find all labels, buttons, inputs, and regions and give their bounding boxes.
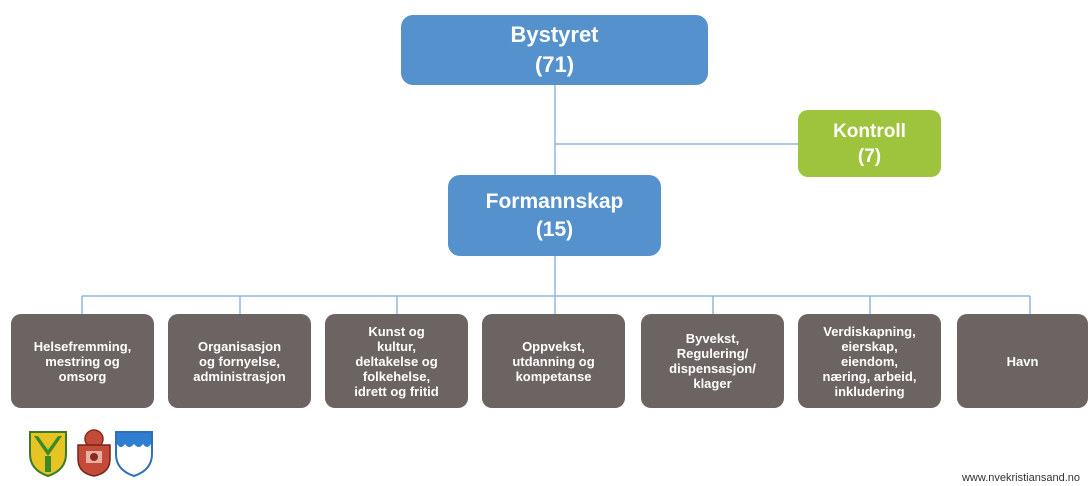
- committee-label-line: Byvekst,: [685, 331, 740, 346]
- committee-label-line: Oppvekst,: [522, 338, 585, 354]
- city-council-name: Bystyret: [510, 22, 599, 47]
- control-committee-box: Kontroll (7): [798, 110, 941, 177]
- committee-label-line: eierskap,: [841, 338, 898, 354]
- committee-label-line: Helsefremming,: [33, 338, 132, 354]
- committee-label-line: administrasjon: [193, 368, 286, 384]
- control-committee-count: (7): [857, 145, 882, 167]
- executive-committee-name: Formannskap: [485, 189, 624, 213]
- committee-box: Verdiskapning,eierskap,eiendom,næring, a…: [798, 314, 941, 408]
- city-council-count: (71): [534, 52, 575, 77]
- committee-label-line: kompetanse: [515, 368, 592, 384]
- committee-box: Byvekst,Regulering/dispensasjon/klager: [641, 314, 784, 408]
- committee-label-line: Organisasjon: [197, 338, 282, 354]
- coat-of-arms-green-yellow-icon: [29, 431, 67, 478]
- city-council-box: Bystyret (71): [401, 15, 708, 85]
- committee-label-line: klager: [693, 376, 732, 391]
- committee-label-line: Kunst og: [368, 323, 425, 339]
- committee-label-line: Havn: [1006, 353, 1039, 369]
- committee-label-line: eiendom,: [840, 353, 899, 369]
- committee-label-line: Verdiskapning,: [823, 323, 916, 339]
- executive-committee-count: (15): [535, 217, 574, 241]
- committee-label-line: folkehelse,: [362, 368, 431, 384]
- control-committee-name: Kontroll: [833, 120, 906, 142]
- committee-label-line: omsorg: [58, 368, 107, 384]
- committee-label-line: inkludering: [834, 383, 905, 399]
- committee-label-line: Regulering/: [676, 346, 749, 361]
- executive-committee-box: Formannskap (15): [448, 175, 661, 256]
- committee-label-line: idrett og fritid: [354, 383, 439, 399]
- committee-box: Havn: [957, 314, 1088, 408]
- website-url: www.nvekristiansand.no: [961, 472, 1080, 484]
- committee-label-line: utdanning og: [512, 353, 595, 369]
- coat-of-arms-red-icon: [77, 429, 111, 477]
- committee-label-line: næring, arbeid,: [822, 368, 917, 384]
- committee-label-line: dispensasjon/: [669, 361, 756, 376]
- committee-label-line: deltakelse og: [355, 353, 438, 369]
- committee-label-line: mestring og: [45, 353, 120, 369]
- committee-label-line: kultur,: [376, 338, 416, 354]
- coat-of-arms-blue-white-icon: [115, 431, 153, 478]
- committee-label-line: og fornyelse,: [199, 353, 280, 369]
